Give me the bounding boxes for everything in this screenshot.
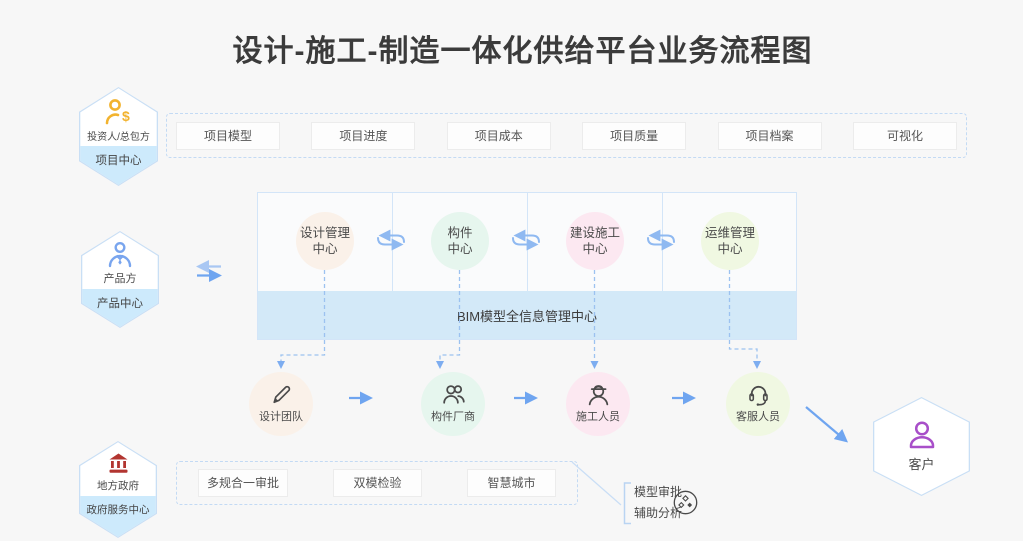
center-label-line: 设计管理 [299, 225, 350, 240]
analysis-icon [673, 490, 698, 515]
center-label-line: 中心 [447, 242, 473, 256]
team-label: 客服人员 [736, 411, 780, 423]
center-label-line: 中心 [717, 242, 743, 256]
worker-icon [588, 385, 608, 406]
team-label: 设计团队 [259, 411, 303, 423]
note-bracket [623, 482, 631, 525]
person-tie-icon [108, 242, 132, 268]
project-item-progress: 项目进度 [311, 121, 416, 150]
column-divider [662, 193, 663, 292]
gov-item-approval: 多规合一审批 [198, 469, 289, 497]
project-item-model: 项目模型 [176, 121, 280, 150]
model-note-line2: 辅助分析 [634, 506, 683, 520]
hexagon-investor: $ 投资人/总包方 项目中心 [79, 87, 158, 186]
design-management-center-node: 设计管理 中心 [296, 212, 354, 270]
hexagon-customer: 客户 [873, 397, 970, 496]
producer-role-label: 产品方 [103, 273, 137, 286]
center-label-line: 运维管理 [704, 225, 755, 240]
person-icon [909, 421, 934, 449]
project-item-visualization: 可视化 [852, 121, 957, 150]
project-item-archive: 项目档案 [717, 121, 822, 150]
exchange-arrows-icon [196, 259, 222, 283]
center-label-line: 中心 [312, 242, 338, 256]
project-center-band: 项目中心 [80, 146, 157, 185]
component-center-node: 构件 中心 [431, 212, 489, 270]
customer-label: 客户 [908, 457, 935, 473]
team-label: 构件厂商 [431, 411, 475, 423]
customer-service-node: 客服人员 [726, 372, 790, 436]
product-center-band: 产品中心 [82, 289, 158, 327]
design-team-node: 设计团队 [249, 372, 313, 436]
component-manufacturer-node: 构件厂商 [421, 372, 485, 436]
dashed-arrowheads [277, 361, 761, 369]
hexagon-government: 地方政府 政府服务中心 [79, 441, 157, 538]
column-divider [527, 193, 528, 292]
column-divider [392, 193, 393, 292]
center-label-line: 建设施工 [569, 225, 620, 240]
person-dollar-icon: $ [105, 99, 130, 125]
dollar-glyph: $ [122, 108, 130, 124]
center-label-line: 中心 [582, 242, 608, 256]
project-item-cost: 项目成本 [446, 121, 551, 150]
to-customer-arrow [805, 406, 849, 443]
bim-info-bar: BIM模型全信息管理中心 [258, 291, 796, 339]
government-service-band: 政府服务中心 [80, 496, 156, 537]
pencil-icon [272, 385, 290, 404]
model-note: 模型审批 辅助分析 [634, 482, 682, 524]
government-role-label: 地方政府 [97, 480, 139, 493]
center-label-line: 构件 [447, 225, 473, 240]
hexagon-producer: 产品方 产品中心 [81, 231, 159, 328]
bank-icon [109, 453, 127, 474]
construction-center-node: 建设施工 中心 [566, 212, 624, 270]
diagram-title: 设计-施工-制造一体化供给平台业务流程图 [232, 35, 813, 68]
project-center-panel: 项目模型 项目进度 项目成本 项目质量 项目档案 可视化 [166, 113, 967, 158]
people-icon [442, 385, 465, 404]
operations-center-node: 运维管理 中心 [701, 212, 759, 270]
gov-item-dual-model-check: 双模检验 [333, 469, 422, 497]
gov-item-smart-city: 智慧城市 [466, 469, 556, 497]
note-connector-line [571, 461, 622, 506]
bim-management-box: 设计管理 中心 构件 中心 建设施工 中心 运维管理 中心 BIM模型全信息管理… [257, 192, 797, 340]
headset-icon [748, 385, 768, 406]
government-panel: 多规合一审批 双模检验 智慧城市 [176, 461, 578, 505]
team-label: 施工人员 [576, 411, 620, 423]
investor-role-label: 投资人/总包方 [87, 132, 150, 144]
project-item-quality: 项目质量 [582, 121, 687, 150]
construction-worker-node: 施工人员 [566, 372, 630, 436]
model-note-line1: 模型审批 [634, 485, 683, 499]
